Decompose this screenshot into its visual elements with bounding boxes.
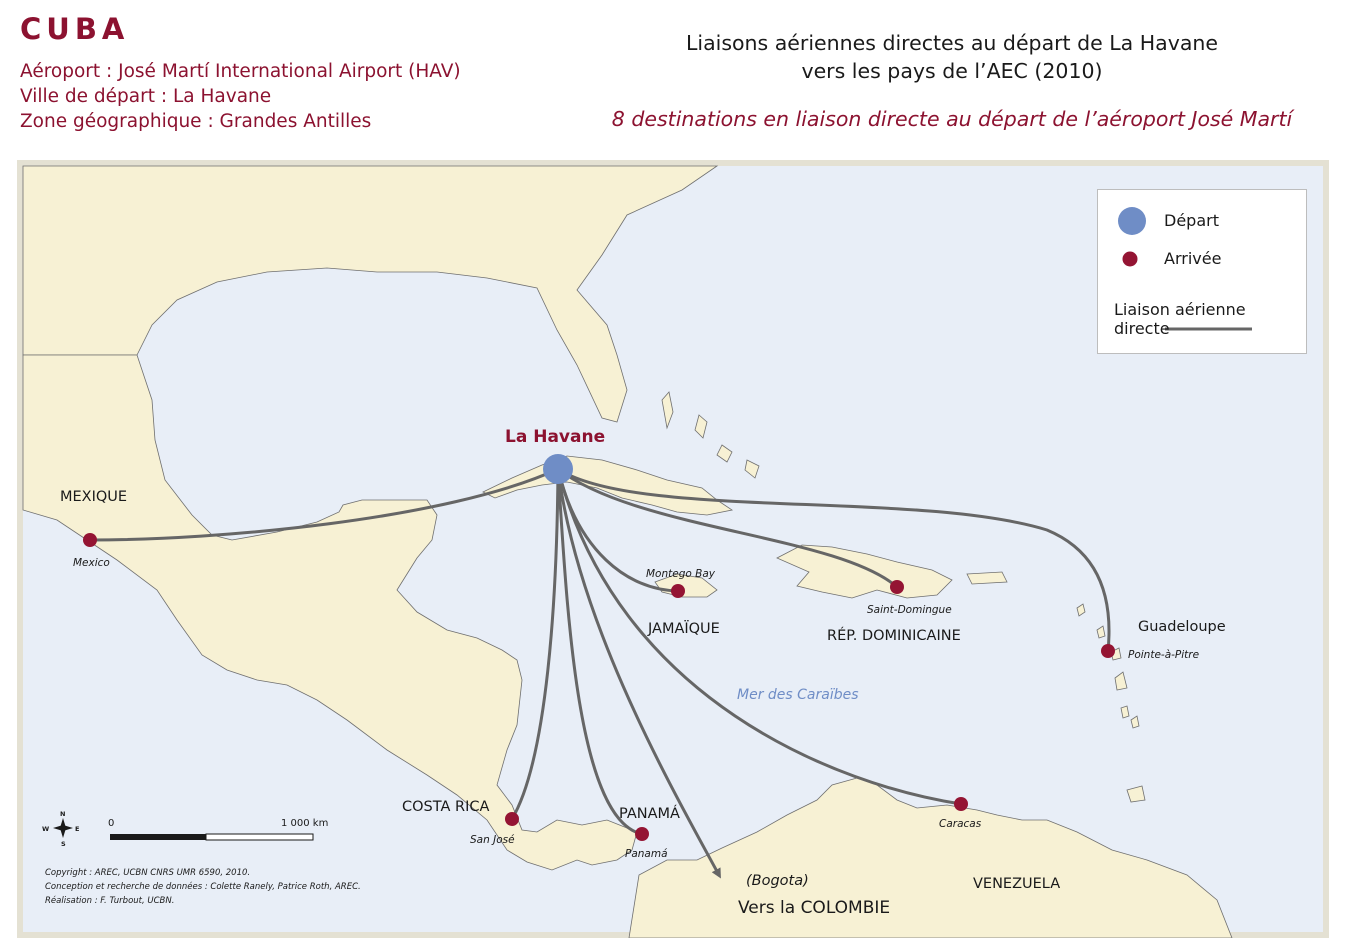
airport-line: Aéroport : José Martí International Airp…	[20, 61, 461, 82]
route-san-jose	[510, 468, 560, 820]
legend-arrival-label: Arrivée	[1164, 249, 1222, 268]
map-title-line-2: vers les pays de l’AEC (2010)	[801, 59, 1103, 83]
legend-departure-label: Départ	[1164, 211, 1219, 230]
city-label-saint-domingue: Saint-Domingue	[867, 604, 952, 616]
legend-departure-symbol	[1118, 207, 1146, 235]
route-panama	[556, 468, 643, 836]
compass-n: N	[60, 810, 65, 818]
compass-w: W	[42, 825, 49, 833]
route-bogota	[556, 468, 721, 879]
city-label-mexico: Mexico	[73, 557, 110, 569]
city-label-montego-bay: Montego Bay	[646, 568, 716, 580]
compass-e: E	[75, 825, 79, 833]
city-label-san-jose: San José	[470, 834, 515, 846]
scale-bar: 0 1 000 km	[108, 818, 328, 841]
origin-label-la-havane: La Havane	[505, 427, 605, 447]
label-venezuela: VENEZUELA	[973, 876, 1060, 892]
arrival-point-caracas	[954, 797, 968, 811]
departure-city-line: Ville de départ : La Havane	[20, 86, 272, 107]
legend-route-label: Liaison aérienne directe	[1114, 300, 1246, 338]
routes-layer	[89, 467, 1111, 879]
label-panama-country: PANAMÁ	[619, 805, 680, 822]
route-saint-domingue	[557, 467, 898, 589]
arrival-point-panama	[635, 827, 649, 841]
arrival-point-montego-bay	[671, 584, 685, 598]
compass-s: S	[61, 840, 66, 848]
usa-landmass	[22, 165, 719, 423]
label-rep-dominicaine: RÉP. DOMINICAINE	[827, 627, 961, 644]
legend-arrival-symbol	[1122, 251, 1138, 267]
arrival-point-saint-domingue	[890, 580, 904, 594]
label-costa-rica: COSTA RICA	[402, 799, 489, 815]
puerto-rico-island	[966, 571, 1008, 585]
credits-line-1: Copyright : AREC, UCBN CNRS UMR 6590, 20…	[45, 868, 251, 878]
city-label-caracas: Caracas	[939, 818, 982, 830]
country-title: CUBA	[20, 12, 130, 46]
credits-line-3: Réalisation : F. Turbout, UCBN.	[45, 896, 175, 906]
scale-start-label: 0	[108, 818, 114, 829]
label-jamaique: JAMAÏQUE	[647, 619, 720, 637]
credits-line-2: Conception et recherche de données : Col…	[45, 882, 361, 892]
sea-label: Mer des Caraïbes	[737, 687, 859, 703]
route-mexico	[89, 467, 559, 542]
map-title-line-1: Liaisons aériennes directes au départ de…	[685, 31, 1219, 55]
route-caracas	[556, 468, 962, 806]
arrival-point-pointe-a-pitre	[1101, 644, 1115, 658]
departure-point-la-havane	[543, 454, 573, 484]
lesser-antilles	[1076, 603, 1140, 729]
legend: Départ Arrivée Liaison aérienne directe	[1097, 189, 1307, 354]
label-colombie: Vers la COLOMBIE	[738, 898, 890, 918]
city-label-panama: Panamá	[625, 848, 668, 860]
geographic-zone-line: Zone géographique : Grandes Antilles	[20, 111, 372, 132]
route-pointe-a-pitre	[557, 467, 1111, 652]
label-mexique: MEXIQUE	[60, 489, 127, 505]
trinidad-island	[1126, 785, 1146, 803]
label-guadeloupe: Guadeloupe	[1138, 619, 1226, 635]
bahamas-islands	[661, 391, 760, 479]
city-label-pointe-a-pitre: Pointe-à-Pitre	[1128, 649, 1199, 661]
arrival-point-san-jose	[505, 812, 519, 826]
south-america	[628, 777, 1233, 938]
compass-icon: N S E W	[42, 810, 79, 848]
arrival-point-mexico	[83, 533, 97, 547]
city-label-bogota: (Bogota)	[746, 873, 809, 889]
scale-end-label: 1 000 km	[281, 818, 328, 829]
map-subtitle: 8 destinations en liaison directe au dép…	[611, 107, 1293, 131]
land-masses	[22, 165, 1233, 938]
hispaniola-island	[776, 544, 953, 599]
points-layer	[83, 454, 1115, 841]
mexico-central-america	[22, 354, 638, 871]
